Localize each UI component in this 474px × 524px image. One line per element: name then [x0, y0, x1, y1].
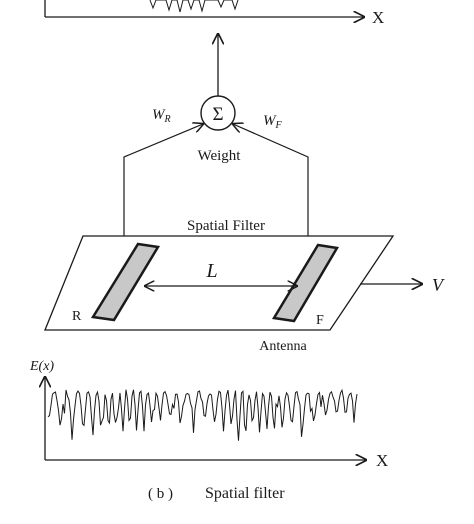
sensor-r [90, 242, 161, 322]
caption-tag: ( b ) [148, 486, 173, 502]
spatial-filter-title: Spatial Filter [187, 218, 265, 234]
top-signal-trace [149, 0, 239, 13]
distance-label: L [205, 260, 217, 282]
signal-x-label: X [376, 451, 388, 470]
wire-left [123, 124, 203, 262]
sensor-f [271, 243, 340, 323]
weight-summation: Σ Weight WR WF [123, 34, 309, 262]
top-x-axis-label: X [372, 8, 384, 27]
caption-text: Spatial filter [205, 485, 285, 502]
wire-right [233, 124, 309, 262]
summation-circle [200, 95, 236, 131]
sensor-f-label: F [316, 313, 324, 328]
weight-left-label: WR [152, 107, 171, 125]
input-signal-plot: E(x) X [29, 359, 388, 470]
velocity-label: V [432, 275, 445, 295]
weight-right-label: WF [263, 113, 283, 131]
summation-symbol: Σ [212, 104, 223, 125]
caption: ( b ) Spatial filter [148, 485, 285, 502]
sensor-r-label: R [72, 309, 82, 324]
signal-trace [47, 388, 358, 441]
spatial-filter: Spatial Filter L V R F Antenna [44, 218, 445, 354]
antenna-label: Antenna [259, 339, 307, 354]
top-signal-plot: X [44, 0, 384, 27]
weight-label: Weight [198, 148, 242, 164]
signal-y-label: E(x) [29, 359, 54, 374]
